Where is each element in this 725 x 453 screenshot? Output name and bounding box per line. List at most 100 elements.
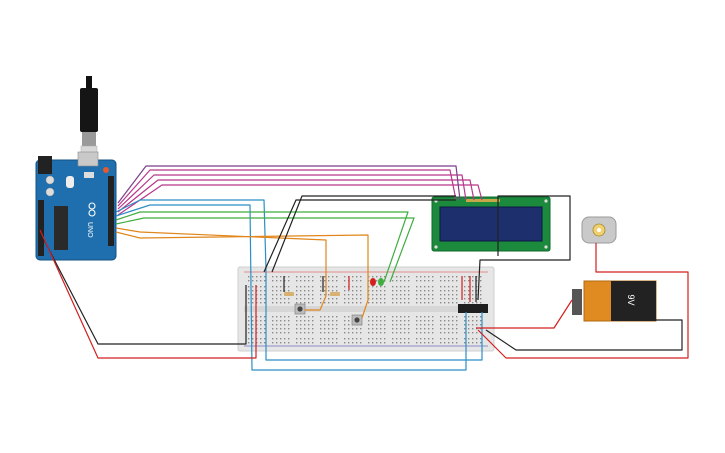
breadboard-hole [276, 332, 278, 334]
breadboard-hole [276, 302, 278, 304]
breadboard-hole [428, 280, 430, 282]
breadboard-hole [428, 324, 430, 326]
breadboard-hole [280, 328, 282, 330]
breadboard-hole [252, 280, 254, 282]
breadboard-hole [396, 324, 398, 326]
breadboard-hole [420, 286, 422, 288]
breadboard-hole [464, 302, 466, 304]
battery-9v[interactable]: 9V [572, 280, 657, 322]
breadboard-hole [420, 320, 422, 322]
breadboard-hole [368, 302, 370, 304]
breadboard-hole [440, 324, 442, 326]
breadboard-hole [336, 286, 338, 288]
breadboard-hole [448, 320, 450, 322]
resistor-1 [284, 292, 294, 296]
breadboard-hole [284, 320, 286, 322]
breadboard-hole [452, 324, 454, 326]
breadboard-hole [344, 276, 346, 278]
breadboard-hole [308, 294, 310, 296]
breadboard-hole [476, 320, 478, 322]
breadboard-hole [452, 328, 454, 330]
breadboard-hole [288, 328, 290, 330]
breadboard-hole [440, 332, 442, 334]
breadboard-hole [324, 290, 326, 292]
breadboard-hole [440, 294, 442, 296]
breadboard-hole [344, 328, 346, 330]
breadboard-hole [328, 294, 330, 296]
breadboard-hole [444, 276, 446, 278]
breadboard-hole [312, 328, 314, 330]
arduino-uno[interactable]: UNO [35, 151, 117, 261]
lcd-16x2[interactable] [431, 196, 551, 252]
breadboard-hole [464, 338, 466, 340]
motor-driver-ic[interactable] [458, 304, 488, 313]
breadboard-hole [376, 316, 378, 318]
breadboard-hole [352, 328, 354, 330]
breadboard-hole [296, 342, 298, 344]
breadboard-hole [356, 328, 358, 330]
breadboard-hole [312, 286, 314, 288]
breadboard-hole [272, 280, 274, 282]
breadboard-hole [264, 294, 266, 296]
breadboard-hole [356, 280, 358, 282]
breadboard-hole [252, 324, 254, 326]
dc-motor[interactable] [581, 216, 617, 244]
breadboard-hole [416, 342, 418, 344]
breadboard-hole [304, 294, 306, 296]
breadboard-hole [300, 316, 302, 318]
breadboard[interactable] [237, 266, 495, 352]
breadboard-hole [320, 328, 322, 330]
breadboard-hole [384, 286, 386, 288]
breadboard-hole [300, 342, 302, 344]
breadboard-hole [256, 294, 258, 296]
breadboard-hole [404, 328, 406, 330]
breadboard-hole [396, 290, 398, 292]
breadboard-hole [428, 338, 430, 340]
breadboard-hole [352, 342, 354, 344]
breadboard-hole [472, 290, 474, 292]
breadboard-hole [392, 298, 394, 300]
push-button-1[interactable] [294, 303, 306, 315]
breadboard-hole [380, 286, 382, 288]
breadboard-hole [304, 280, 306, 282]
breadboard-hole [260, 338, 262, 340]
breadboard-hole [416, 338, 418, 340]
breadboard-hole [336, 338, 338, 340]
breadboard-hole [320, 316, 322, 318]
breadboard-hole [248, 342, 250, 344]
breadboard-hole [344, 290, 346, 292]
breadboard-hole [448, 280, 450, 282]
breadboard-hole [288, 332, 290, 334]
breadboard-hole [280, 338, 282, 340]
breadboard-hole [452, 316, 454, 318]
breadboard-hole [432, 298, 434, 300]
breadboard-hole [416, 320, 418, 322]
breadboard-hole [296, 324, 298, 326]
breadboard-hole [384, 316, 386, 318]
breadboard-hole [452, 276, 454, 278]
breadboard-hole [336, 302, 338, 304]
breadboard-hole [284, 342, 286, 344]
breadboard-hole [336, 324, 338, 326]
breadboard-hole [464, 294, 466, 296]
breadboard-hole [368, 290, 370, 292]
breadboard-hole [404, 280, 406, 282]
breadboard-hole [344, 332, 346, 334]
breadboard-hole [348, 302, 350, 304]
breadboard-hole [464, 276, 466, 278]
breadboard-hole [444, 338, 446, 340]
breadboard-hole [372, 338, 374, 340]
breadboard-hole [272, 294, 274, 296]
led-red[interactable] [370, 278, 376, 286]
breadboard-hole [348, 316, 350, 318]
breadboard-hole [312, 332, 314, 334]
breadboard-hole [264, 316, 266, 318]
breadboard-hole [372, 298, 374, 300]
breadboard-hole [452, 338, 454, 340]
breadboard-hole [420, 342, 422, 344]
led-green[interactable] [378, 278, 384, 286]
usb-cable[interactable] [80, 76, 98, 165]
push-button-2[interactable] [351, 314, 363, 326]
breadboard-hole [288, 320, 290, 322]
breadboard-hole [420, 290, 422, 292]
